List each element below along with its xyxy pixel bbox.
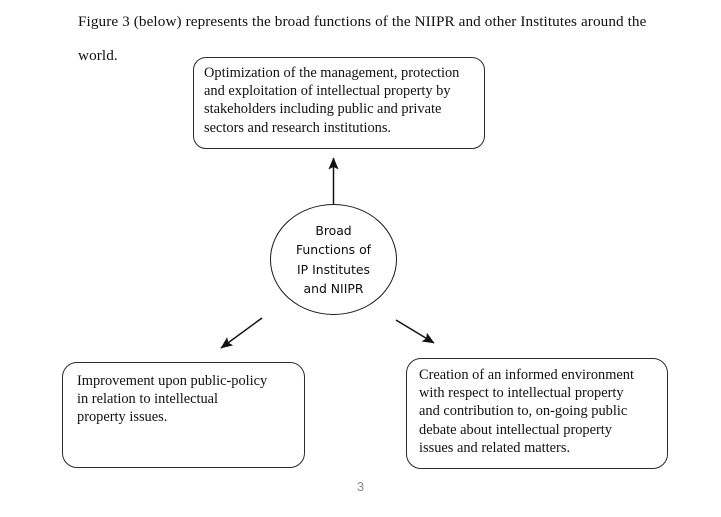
text-line: and exploitation of intellectual propert… xyxy=(204,83,451,100)
arrow-center-to-left xyxy=(220,317,263,349)
center-node-line: Broad xyxy=(315,222,352,238)
arrow-center-to-right xyxy=(395,319,435,344)
page-number: 3 xyxy=(356,479,365,494)
top-function-box-text: Optimization of the management, protecti… xyxy=(204,64,476,137)
right-function-box: Creation of an informed environment with… xyxy=(406,358,668,469)
text-line: sectors and research institutions. xyxy=(204,119,392,136)
center-node-line: and NIIPR xyxy=(303,281,364,296)
text-line: property issues. xyxy=(77,409,168,426)
text-line: stakeholders including public and privat… xyxy=(204,101,442,118)
text-line: Improvement upon public-policy xyxy=(77,373,268,389)
text-line: with respect to intellectual property xyxy=(419,385,624,402)
text-line: in relation to intellectual xyxy=(77,391,219,408)
intro-paragraph: Figure 3 (below) represents the broad fu… xyxy=(78,13,647,64)
center-node-circle: Broad Functions of IP Institutes and NII… xyxy=(270,204,397,315)
center-node-line: Functions of xyxy=(295,242,372,257)
text-line: debate about intellectual property xyxy=(419,421,612,438)
text-line: Creation of an informed environment xyxy=(419,367,634,383)
center-node-line: IP Institutes xyxy=(297,261,370,277)
text-line: Optimization of the management, protecti… xyxy=(204,65,460,81)
text-line: and contribution to, on-going public xyxy=(419,403,628,420)
text-line: issues and related matters. xyxy=(419,439,571,456)
right-function-box-text: Creation of an informed environment with… xyxy=(419,366,657,457)
left-function-box: Improvement upon public-policy in relati… xyxy=(62,362,305,468)
left-function-box-text: Improvement upon public-policy in relati… xyxy=(77,372,295,427)
top-function-box: Optimization of the management, protecti… xyxy=(193,57,485,149)
